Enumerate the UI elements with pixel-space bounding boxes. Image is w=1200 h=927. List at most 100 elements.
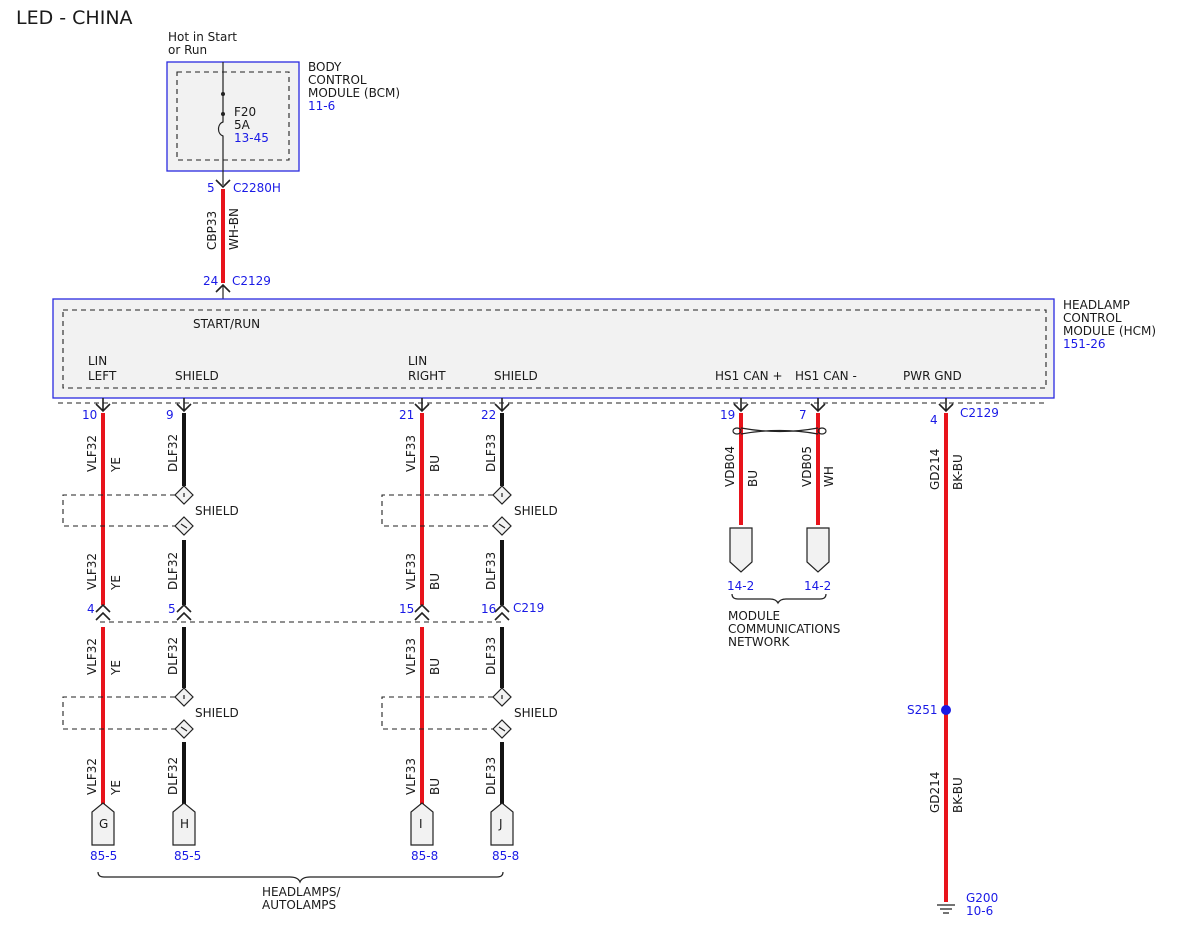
shield-box-left-2 — [62, 696, 184, 730]
vlf33-label-1: VLF33 — [404, 435, 418, 472]
pin-10: 10 — [82, 408, 97, 422]
can-terminal-ref-2: 14-2 — [804, 579, 831, 593]
vdb04-color: BU — [746, 470, 760, 487]
ye-label-3: YE — [109, 660, 123, 676]
headlamps-label-1: HEADLAMPS/ — [262, 885, 341, 899]
lin-right-label-1: LIN — [408, 354, 427, 368]
bcm-inner-box — [176, 71, 290, 161]
vlf32-label-1: VLF32 — [85, 435, 99, 472]
vdb04-label: VDB04 — [723, 446, 737, 487]
ground-ref: 10-6 — [966, 904, 993, 918]
bkbu-label-2: BK-BU — [951, 777, 965, 813]
headlamps-label-2: AUTOLAMPS — [262, 898, 336, 912]
bu-label-2: BU — [428, 573, 442, 590]
terminal-g: G — [99, 817, 108, 831]
shield-diamonds — [174, 485, 512, 739]
terminal-g-ref: 85-5 — [90, 849, 117, 863]
fuse-ref: 13-45 — [234, 131, 269, 145]
dlf32-label-3: DLF32 — [166, 637, 180, 675]
c2129-bottom-label: C2129 — [960, 406, 999, 420]
hcm-name-1: HEADLAMP — [1063, 298, 1130, 312]
gd214-label-1: GD214 — [928, 449, 942, 490]
terminal-j-ref: 85-8 — [492, 849, 519, 863]
shield-box-left-1 — [62, 494, 184, 527]
c2280h-connector-symbol — [215, 179, 231, 189]
terminal-h-ref: 85-5 — [174, 849, 201, 863]
shield-label-right-2: SHIELD — [514, 706, 558, 720]
bu-label-3: BU — [428, 658, 442, 675]
s251-splice-dot — [941, 705, 951, 715]
vlf33-label-2: VLF33 — [404, 553, 418, 590]
headlamps-bracket — [97, 871, 504, 884]
cbp33-color: WH-BN — [227, 208, 241, 250]
pin-22: 22 — [481, 408, 496, 422]
lin-left-label-1: LIN — [88, 354, 107, 368]
hcm-inner-box — [62, 309, 1047, 389]
c2280h-pin: 5 — [207, 181, 215, 195]
lin-left-label-2: LEFT — [88, 369, 117, 383]
shield-right-label: SHIELD — [494, 369, 538, 383]
terminal-i: I — [419, 817, 423, 831]
c219-pin-16: 16 — [481, 602, 496, 616]
dlf32-label-2: DLF32 — [166, 552, 180, 590]
shield-box-right-1 — [381, 494, 502, 527]
bu-label-1: BU — [428, 455, 442, 472]
terminal-h: H — [180, 817, 189, 831]
pwr-gnd-label: PWR GND — [903, 369, 962, 383]
network-label-1: MODULE — [728, 609, 780, 623]
pin-9: 9 — [166, 408, 174, 422]
hcm-name-3: MODULE (HCM) — [1063, 324, 1156, 338]
c219-pin-5: 5 — [168, 602, 176, 616]
terminal-j: J — [498, 817, 503, 831]
vlf32-label-4: VLF32 — [85, 758, 99, 795]
dlf32-label-1: DLF32 — [166, 434, 180, 472]
bcm-hot-label-1: Hot in Start — [168, 30, 237, 44]
vlf33-label-3: VLF33 — [404, 638, 418, 675]
hcm-pin-connectors — [95, 398, 954, 413]
can-minus-label: HS1 CAN - — [795, 369, 857, 383]
pin-19: 19 — [720, 408, 735, 422]
pin-7: 7 — [799, 408, 807, 422]
lin-right-label-2: RIGHT — [408, 369, 446, 383]
dlf32-label-4: DLF32 — [166, 757, 180, 795]
hcm-start-run-label: START/RUN — [193, 317, 260, 331]
diagram-title: LED - CHINA — [16, 7, 133, 29]
hcm-start-pin: 24 — [203, 274, 218, 288]
bcm-hot-label-2: or Run — [168, 43, 207, 57]
ye-label-1: YE — [109, 457, 123, 473]
vlf32-label-2: VLF32 — [85, 553, 99, 590]
ye-label-2: YE — [109, 575, 123, 591]
bcm-name-3: MODULE (BCM) — [308, 86, 400, 100]
c219-pin-connectors — [95, 603, 510, 621]
bcm-node-dot — [221, 92, 225, 96]
shield-box-right-2 — [381, 696, 502, 730]
s251-label: S251 — [907, 703, 938, 717]
ground-symbol — [937, 904, 955, 914]
dlf33-label-1: DLF33 — [484, 434, 498, 472]
shield-left-label: SHIELD — [175, 369, 219, 383]
c219-pin-15: 15 — [399, 602, 414, 616]
bcm-name-2: CONTROL — [308, 73, 367, 87]
terminal-i-ref: 85-8 — [411, 849, 438, 863]
fuse-rating: 5A — [234, 118, 251, 132]
vlf32-label-3: VLF32 — [85, 638, 99, 675]
dlf33-label-2: DLF33 — [484, 552, 498, 590]
lamp-terminals — [91, 802, 514, 846]
network-bracket — [731, 593, 827, 605]
shield-label-left-1: SHIELD — [195, 504, 239, 518]
vdb05-color: WH — [822, 466, 836, 487]
shield-label-left-2: SHIELD — [195, 706, 239, 720]
twist-end-left — [732, 427, 742, 435]
fuse-symbol — [217, 114, 224, 185]
bu-label-4: BU — [428, 778, 442, 795]
twisted-pair-symbol — [740, 427, 819, 435]
hcm-name-2: CONTROL — [1063, 311, 1122, 325]
c2280h-label: C2280H — [233, 181, 281, 195]
bcm-ref: 11-6 — [308, 99, 335, 113]
bcm-name-1: BODY — [308, 60, 342, 74]
c219-label: C219 — [513, 601, 544, 615]
pin-21: 21 — [399, 408, 414, 422]
ground-name: G200 — [966, 891, 998, 905]
can-terminal-ref-1: 14-2 — [727, 579, 754, 593]
